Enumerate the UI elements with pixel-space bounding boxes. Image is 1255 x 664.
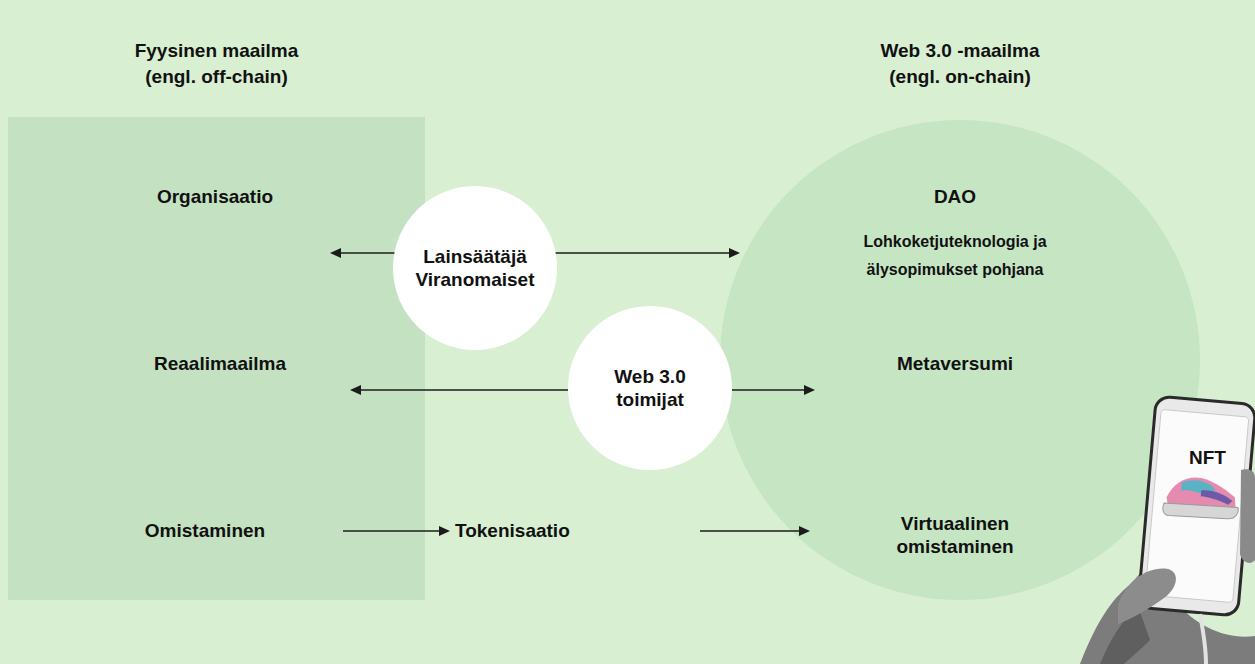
- text-node: Omistaminen: [67, 515, 343, 549]
- arrow-connector: [350, 385, 568, 395]
- arrow-line: [556, 252, 729, 254]
- arrow-head: [330, 248, 341, 258]
- circle-fill: [720, 120, 1200, 600]
- arrow-connector: [700, 526, 810, 536]
- arrow-line: [361, 389, 568, 391]
- label-anchor: NFT: [1189, 446, 1226, 469]
- text-node: Metaversumi: [815, 350, 1095, 402]
- phone-cable: [1200, 614, 1206, 664]
- arrow-connector: [330, 248, 394, 258]
- node-label: Virtuaalinen omistaminen: [880, 512, 1030, 558]
- node-label: Lainsäätäjä: [423, 245, 527, 268]
- sneaker-sole: [1162, 501, 1238, 522]
- circle-fill: [393, 186, 557, 350]
- arrow-head: [439, 526, 450, 536]
- nft-label: NFT: [1189, 446, 1226, 469]
- arrow-line: [343, 530, 439, 532]
- arrow-head: [729, 248, 740, 258]
- thumb-shape: [1118, 569, 1176, 624]
- arrow-head: [804, 385, 815, 395]
- arrow-head: [350, 385, 361, 395]
- arrow-connector: [732, 385, 815, 395]
- circle-outline: [393, 186, 557, 350]
- node-label: Metaversumi: [815, 352, 1095, 375]
- node-subtext: Lohkoketjuteknologia ja älysopimukset po…: [855, 228, 1055, 284]
- node-label: DAO: [740, 185, 1170, 208]
- circle-fill: [568, 306, 732, 470]
- text-node: Virtuaalinen omistaminen: [810, 505, 1100, 567]
- arrow-head: [799, 526, 810, 536]
- arrow-line: [732, 389, 804, 391]
- actor-circle: LainsäätäjäViranomaiset: [393, 186, 557, 350]
- world-circle: Web 3.0 -maailma (engl. on-chain)DAOLohk…: [720, 120, 1200, 600]
- arrow-connector: [556, 248, 740, 258]
- node-label: Tokenisaatio: [450, 519, 700, 542]
- text-node: Tokenisaatio: [450, 515, 700, 549]
- world-panel: Fyysinen maailma (engl. off-chain)Organi…: [8, 117, 425, 600]
- actor-circle: Web 3.0 toimijat: [568, 306, 732, 470]
- sneaker-stripe: [1200, 490, 1233, 505]
- circle-outline: [568, 306, 732, 470]
- node-label: Reaalimaailma: [90, 352, 350, 375]
- text-node: DAO Lohkoketjuteknologia ja älysopimukset…: [740, 183, 1170, 298]
- arrow-line: [700, 530, 799, 532]
- world-heading: Fyysinen maailma (engl. off-chain): [112, 38, 322, 90]
- node-label: Omistaminen: [67, 519, 343, 542]
- finger-shape: [1240, 469, 1255, 563]
- text-node: Reaalimaailma: [90, 350, 350, 402]
- arrow-line: [341, 252, 394, 254]
- arrow-connector: [343, 526, 450, 536]
- node-label: Organisaatio: [100, 185, 330, 208]
- node-subtext: Viranomaiset: [416, 268, 535, 291]
- text-node: Organisaatio: [100, 183, 330, 265]
- world-heading: Web 3.0 -maailma (engl. on-chain): [855, 38, 1065, 90]
- node-label: Web 3.0 toimijat: [600, 365, 700, 411]
